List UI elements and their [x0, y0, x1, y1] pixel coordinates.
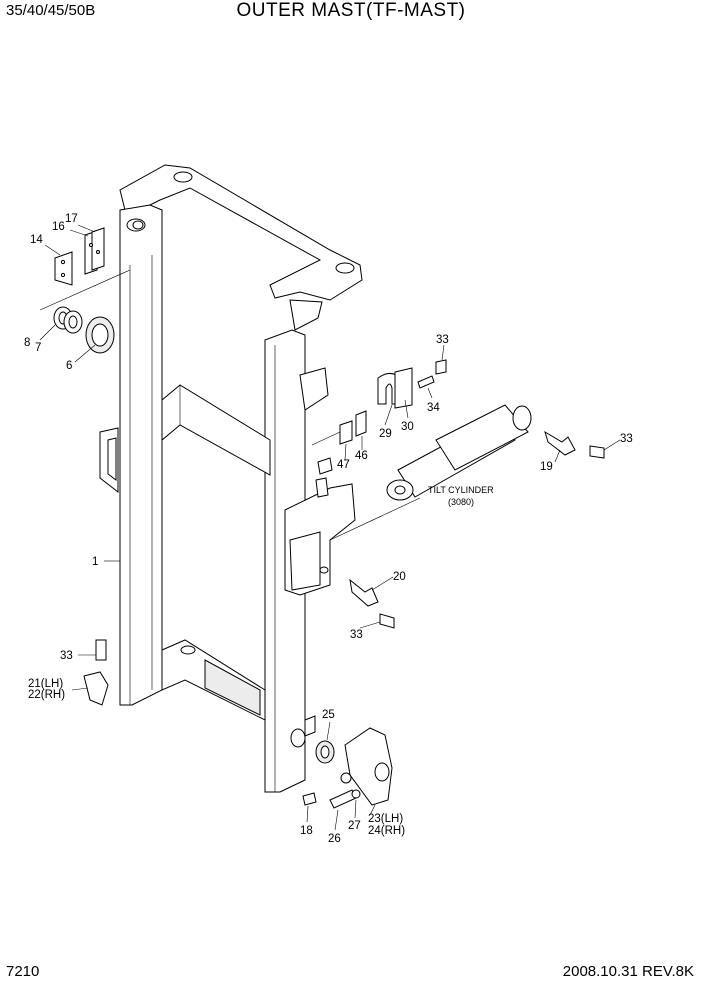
callout-22: 22(RH): [28, 689, 65, 701]
callout-33-mid: 33: [350, 629, 363, 641]
part-30-plate: [394, 367, 413, 409]
part-46-47-plates: [339, 410, 367, 445]
page-title: OUTER MAST(TF-MAST): [236, 0, 466, 21]
part-25-bushing: [315, 740, 335, 764]
part-14-plate: [54, 251, 73, 286]
callout-1: 1: [92, 556, 98, 568]
callout-24: 24(RH): [368, 825, 405, 837]
callout-30: 30: [401, 421, 414, 433]
callout-26: 26: [328, 833, 341, 845]
callout-46: 46: [355, 450, 368, 462]
part-19-pin: [544, 430, 576, 456]
callout-14: 14: [30, 234, 43, 246]
revision-date: 2008.10.31 REV.8K: [562, 963, 694, 980]
callout-19: 19: [540, 461, 553, 473]
part-21-22-stopper: [83, 671, 109, 706]
callout-7: 7: [35, 342, 41, 354]
callout-33-right: 33: [620, 433, 633, 445]
callout-25: 25: [322, 709, 335, 721]
model-number: 35/40/45/50B: [6, 2, 96, 19]
callout-16: 16: [52, 221, 65, 233]
part-20-pin: [349, 578, 379, 607]
callout-29: 29: [379, 428, 392, 440]
callout-33-top: 33: [436, 334, 449, 346]
callout-47: 47: [337, 459, 350, 471]
part-33-bolts: [95, 359, 605, 661]
part-23-24-cap: [340, 727, 393, 806]
callout-21: 21(LH): [28, 678, 63, 690]
callout-17: 17: [65, 213, 78, 225]
callout-18: 18: [300, 825, 313, 837]
callout-8: 8: [24, 337, 30, 349]
outer-mast-frame: [99, 164, 363, 793]
part-16-17-plates: [84, 227, 105, 275]
callout-34: 34: [427, 402, 440, 414]
tilt-cylinder-label: TILT CYLINDER: [428, 485, 494, 495]
callout-33-left: 33: [60, 650, 73, 662]
tilt-cylinder-assembly: [386, 404, 532, 501]
leader-lines: [39, 224, 621, 831]
callout-23: 23(LH): [368, 813, 403, 825]
page-number: 7210: [6, 963, 40, 980]
part-26-27-bolt: [329, 789, 361, 809]
part-34-bolt: [417, 375, 435, 389]
part-7-8-washers: [53, 306, 83, 334]
callout-27: 27: [348, 820, 361, 832]
callout-6: 6: [66, 360, 72, 372]
tilt-cylinder-code: (3080): [448, 497, 474, 507]
part-18-fitting: [302, 792, 317, 806]
part-6-bearing: [85, 316, 115, 354]
callout-labels: 14 16 17 8 7 6 1 33 21(LH) 22(RH) 33 34 …: [24, 213, 633, 845]
callout-20: 20: [393, 571, 406, 583]
